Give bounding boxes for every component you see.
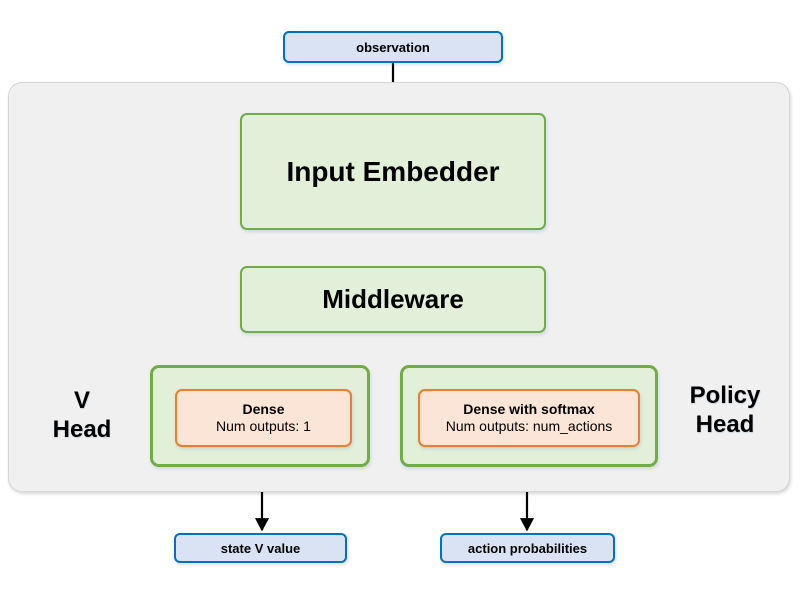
input-embedder-box[interactable]: Input Embedder xyxy=(240,113,546,230)
action-probabilities-output-label: action probabilities xyxy=(467,540,588,556)
policy-head-dense-box[interactable]: Dense with softmax Num outputs: num_acti… xyxy=(418,389,640,447)
state-value-output-box[interactable]: state V value xyxy=(174,533,347,563)
v-head-dense-title: Dense xyxy=(242,400,285,417)
v-head-group-label-line1: V xyxy=(73,387,90,414)
policy-head-dense-title: Dense with softmax xyxy=(463,400,595,417)
policy-head-group-label-line1: Policy xyxy=(689,382,761,409)
v-head-group-label: V Head xyxy=(24,386,140,445)
policy-head-group-label: Policy Head xyxy=(662,381,788,440)
observation-label: observation xyxy=(356,39,430,55)
input-embedder-label: Input Embedder xyxy=(286,155,500,187)
middleware-box[interactable]: Middleware xyxy=(240,266,546,333)
middleware-label: Middleware xyxy=(322,284,464,314)
v-head-dense-subtitle: Num outputs: 1 xyxy=(216,418,311,434)
v-head-group-label-line2: Head xyxy=(52,416,112,444)
observation-box[interactable]: observation xyxy=(283,31,503,63)
v-head-dense-box[interactable]: Dense Num outputs: 1 xyxy=(175,389,352,447)
state-value-output-label: state V value xyxy=(220,540,301,556)
action-probabilities-output-box[interactable]: action probabilities xyxy=(440,533,615,563)
policy-head-dense-subtitle: Num outputs: num_actions xyxy=(445,418,613,434)
policy-head-group-label-line2: Head xyxy=(695,411,755,439)
